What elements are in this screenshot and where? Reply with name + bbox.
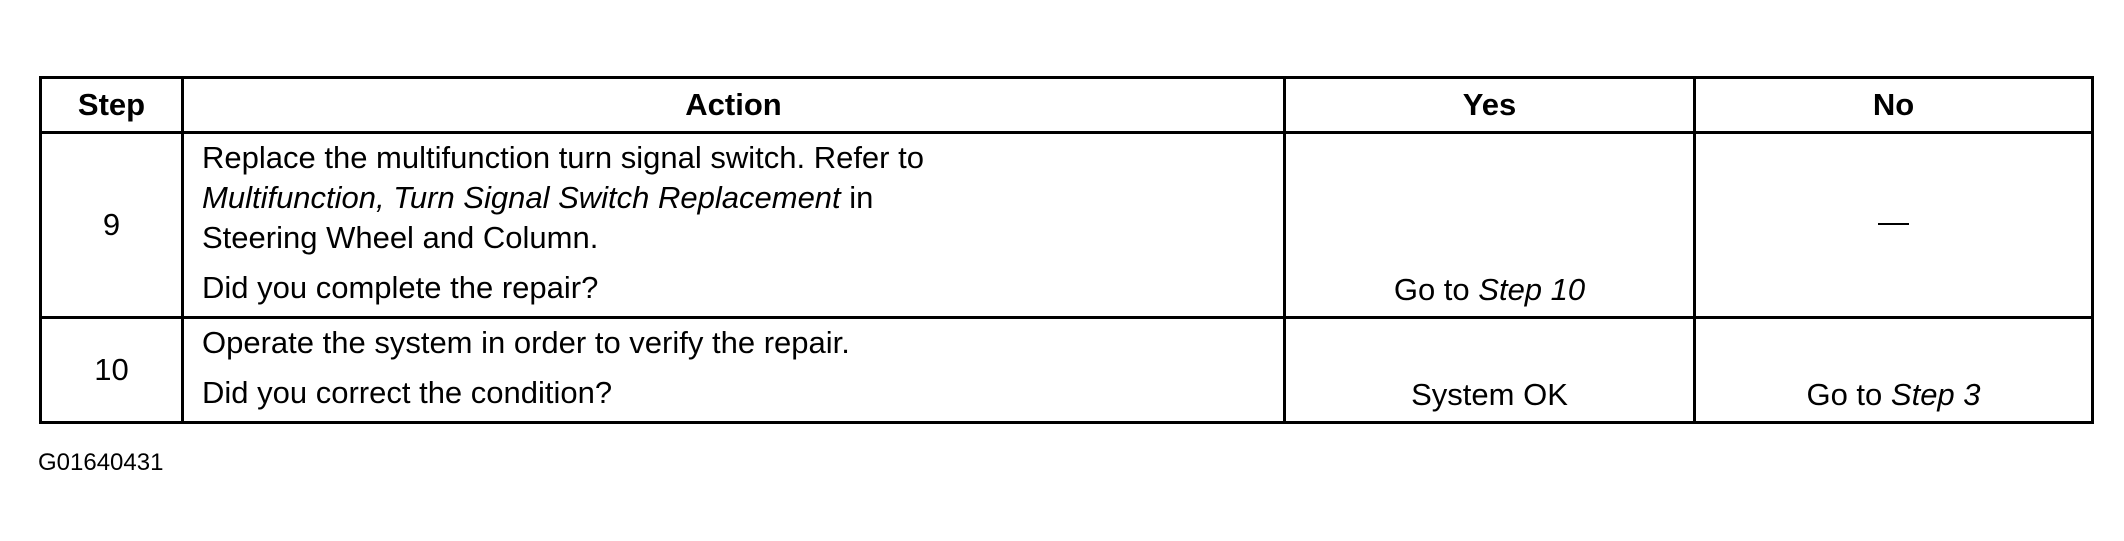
action-reference: Multifunction, Turn Signal Switch Replac… (202, 178, 1265, 218)
reference-title: Multifunction, Turn Signal Switch Replac… (202, 180, 841, 215)
yes-cell: System OK (1283, 316, 1696, 424)
goto-prefix: Go to (1806, 377, 1891, 412)
no-cell: Go to Step 3 (1693, 316, 2094, 424)
action-text: Operate the system in order to verify th… (202, 325, 850, 360)
no-cell: — (1693, 131, 2094, 319)
header-action: Action (181, 76, 1286, 134)
action-question: Did you complete the repair? (202, 270, 599, 305)
header-yes: Yes (1283, 76, 1696, 134)
action-text: Steering Wheel and Column. (202, 220, 599, 255)
header-row: Step Action Yes No (39, 76, 2094, 134)
goto-step-link: Step 10 (1478, 272, 1586, 307)
goto-prefix: Go to (1393, 272, 1479, 307)
table-row: 10 Operate the system in order to verify… (39, 316, 2094, 424)
yes-cell: Go to Step 10 (1283, 131, 1696, 319)
header-step: Step (39, 76, 184, 134)
step-number: 10 (39, 316, 184, 424)
action-cell: Replace the multifunction turn signal sw… (181, 131, 1286, 319)
reference-suffix: in (840, 180, 874, 215)
figure-id: G01640431 (38, 449, 164, 476)
action-question: Did you correct the condition? (202, 375, 613, 410)
header-no: No (1693, 76, 2094, 134)
action-cell: Operate the system in order to verify th… (181, 316, 1286, 424)
action-text: Replace the multifunction turn signal sw… (202, 140, 924, 175)
step-number: 9 (39, 131, 184, 319)
goto-step-link: Step 3 (1890, 377, 1981, 412)
table-row: 9 Replace the multifunction turn signal … (39, 131, 2094, 319)
diagnostic-table: Step Action Yes No 9 Replace the multifu… (39, 76, 2094, 424)
